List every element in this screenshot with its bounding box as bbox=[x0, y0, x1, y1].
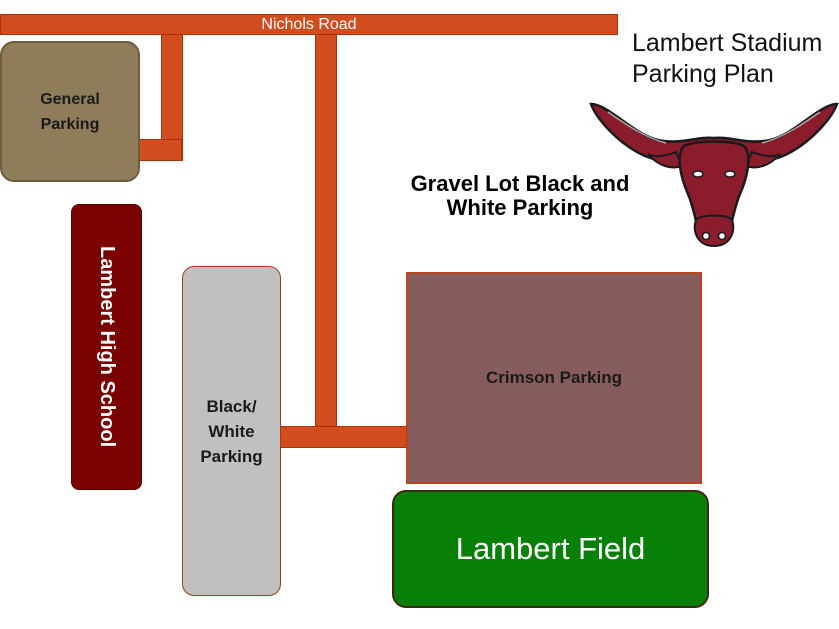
general-parking-lot: General Parking bbox=[0, 41, 140, 182]
longhorn-logo-icon bbox=[589, 102, 839, 248]
nichols-road-label: Nichols Road bbox=[261, 16, 357, 33]
gravel-lot-label: Gravel Lot Black and White Parking bbox=[410, 171, 630, 220]
crimson-parking-lot: Crimson Parking bbox=[406, 272, 702, 484]
lot-connector-road bbox=[280, 426, 408, 448]
lambert-high-school: Lambert High School bbox=[71, 204, 142, 490]
main-access-road bbox=[315, 34, 337, 447]
lambert-field: Lambert Field bbox=[392, 490, 709, 608]
general-parking-label: General Parking bbox=[40, 90, 100, 133]
map-title: Lambert Stadium Parking Plan bbox=[632, 29, 823, 88]
black-white-parking-label: Black/ White Parking bbox=[200, 396, 263, 466]
general-parking-road-connector bbox=[138, 139, 182, 161]
nichols-road bbox=[0, 14, 618, 35]
crimson-parking-label: Crimson Parking bbox=[485, 368, 623, 387]
lambert-high-school-label: Lambert High School bbox=[96, 246, 118, 448]
lambert-field-label: Lambert Field bbox=[455, 531, 646, 566]
black-white-parking-lot: Black/ White Parking bbox=[182, 266, 281, 596]
